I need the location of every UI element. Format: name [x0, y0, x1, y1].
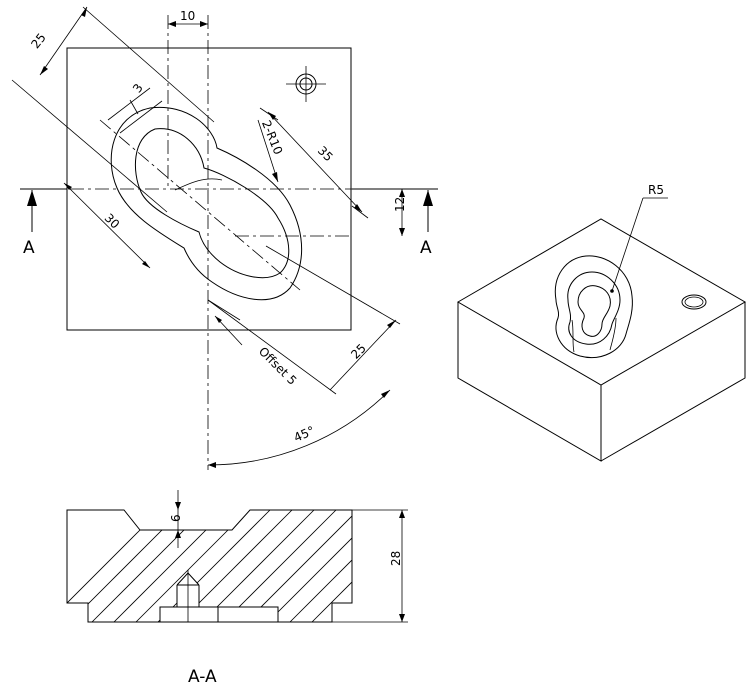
iso-pocket-wall-2: [577, 285, 611, 337]
dim-offset: [207, 299, 243, 346]
hatch-line: [492, 500, 632, 640]
hatch-line: [426, 500, 566, 640]
dim-10-label: 10: [180, 9, 195, 23]
iso-pocket-edge-2: [609, 317, 617, 351]
hatch-line: [514, 500, 654, 640]
dim-12: [399, 189, 405, 236]
r5-dot: [610, 289, 614, 293]
hatch-line: [161, 510, 303, 622]
iso-pocket-edge-1: [571, 319, 575, 353]
dim-28-label: 28: [389, 551, 403, 566]
hatch-line: [404, 500, 544, 640]
pocket-waist: [174, 178, 223, 191]
dim-2r10-label: 2-R10: [259, 118, 285, 156]
dim-10: [168, 21, 208, 27]
hatch-line: [360, 500, 500, 640]
iso-hole: [681, 294, 707, 310]
hatch-line: [139, 510, 281, 622]
iso-right-face: [600, 302, 746, 462]
dim-35-label: 35: [315, 144, 336, 165]
hatch-line: [690, 500, 754, 640]
hatch-line: [536, 500, 676, 640]
hatch-line: [668, 500, 754, 640]
dim-25-top-label: 25: [28, 31, 48, 52]
diagonal-centerline: [99, 119, 301, 291]
hatch-line: [73, 510, 215, 622]
hatch-line: [470, 500, 610, 640]
dim-2r10: [257, 119, 279, 183]
hatch-line: [271, 510, 352, 622]
hatch-line: [712, 500, 754, 640]
hatch-line: [448, 500, 588, 640]
section-arrow-right: [423, 190, 433, 232]
section-arrow-left: [27, 190, 37, 232]
dim-25-top: [11, 6, 215, 213]
dim-6-label: 6: [169, 514, 183, 522]
hatch-line: [67, 510, 171, 622]
hatch-line: [227, 510, 352, 622]
dim-25-right: [207, 245, 401, 395]
section-outline: [66, 509, 353, 623]
iso-pocket-outer: [554, 255, 633, 358]
pocket-outer: [110, 106, 303, 301]
hatch-line: [624, 500, 754, 640]
iso-top-face: [457, 218, 747, 386]
section-hatch: [67, 500, 754, 640]
dim-30-label: 30: [102, 211, 123, 232]
hatch-line: [95, 510, 237, 622]
pocket-inner: [135, 128, 290, 279]
dim-30: [63, 182, 151, 269]
hole-marker: [286, 66, 326, 102]
hatch-line: [183, 510, 325, 622]
top-view: A A 10 25 3: [11, 6, 438, 470]
iso-pocket-wall-1: [567, 271, 621, 345]
hatch-line: [337, 510, 352, 622]
section-label-right: A: [420, 238, 432, 258]
dim-35: [259, 107, 369, 219]
dim-6: [175, 490, 181, 548]
r5-leader: [611, 197, 644, 292]
iso-hole-inner: [684, 296, 704, 308]
dim-28: [332, 509, 408, 623]
iso-left-face: [457, 302, 602, 462]
section-view: 6 28 A-A: [66, 490, 754, 687]
dim-12-label: 12: [393, 197, 407, 212]
r5-label: R5: [648, 183, 664, 197]
hatch-line: [558, 500, 698, 640]
hatch-line: [315, 510, 352, 622]
hatch-line: [646, 500, 754, 640]
dim-angle: [207, 389, 391, 468]
hatch-line: [293, 510, 352, 622]
dim-angle-label: 45°: [292, 423, 317, 444]
dim-25-right-label: 25: [348, 341, 369, 362]
hatch-line: [580, 500, 720, 640]
dim-3: [107, 87, 163, 134]
section-label-left: A: [23, 238, 35, 258]
section-bore: [176, 570, 200, 622]
iso-view: R5: [457, 183, 747, 462]
hatch-line: [734, 500, 754, 640]
hatch-line: [205, 510, 347, 622]
section-title: A-A: [188, 667, 217, 687]
hatch-line: [602, 500, 742, 640]
hatch-line: [249, 510, 352, 622]
